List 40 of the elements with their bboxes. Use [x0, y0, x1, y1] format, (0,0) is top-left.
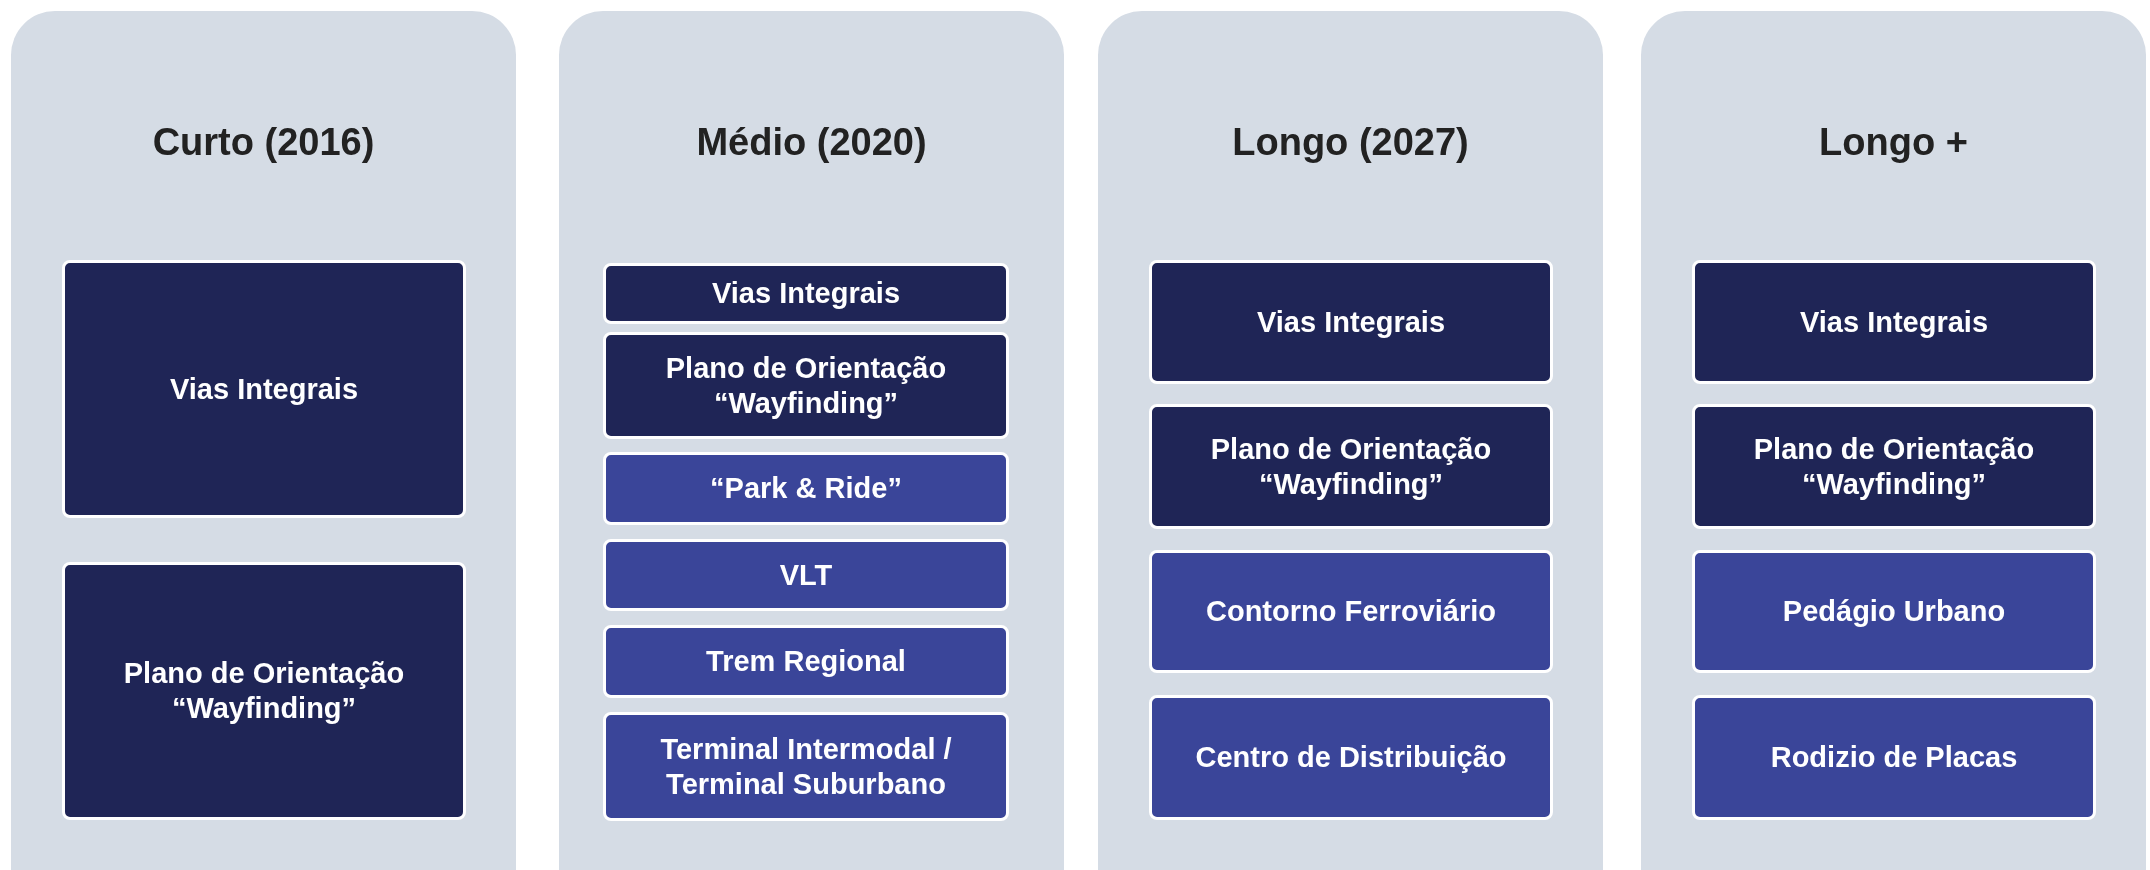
column-heading: Longo (2027)	[1231, 121, 1470, 164]
measure-box	[603, 539, 1009, 611]
box-label: Rodizio de Placas	[1769, 740, 2019, 775]
measure-box	[603, 712, 1009, 821]
measure-box	[603, 332, 1009, 439]
box-label: Plano de Orientação “Wayfinding”	[1209, 431, 1493, 502]
box-label: Plano de Orientação “Wayfinding”	[664, 350, 948, 421]
box-label: Pedágio Urbano	[1781, 594, 2007, 629]
timeframe-panel	[559, 11, 1064, 870]
measure-box	[603, 452, 1009, 525]
box-label: Centro de Distribuição	[1194, 740, 1508, 775]
measure-box	[62, 562, 466, 820]
column-heading: Curto (2016)	[151, 121, 376, 164]
box-label: Contorno Ferroviário	[1205, 594, 1497, 629]
measure-box	[1149, 695, 1553, 820]
measure-box	[62, 260, 466, 518]
measure-box	[1692, 550, 2096, 673]
measure-box	[1149, 404, 1553, 529]
column-heading: Médio (2020)	[695, 121, 928, 164]
measure-box	[603, 625, 1009, 698]
box-label: Vias Integrais	[710, 276, 902, 311]
box-label: Trem Regional	[705, 644, 907, 679]
timeframe-panel	[1641, 11, 2146, 870]
measure-box	[1692, 404, 2096, 529]
measure-box	[1149, 550, 1553, 673]
box-label: VLT	[778, 557, 834, 593]
box-label: Plano de Orientação “Wayfinding”	[1752, 431, 2036, 502]
box-label: Vias Integrais	[168, 371, 360, 407]
box-label: Plano de Orientação “Wayfinding”	[122, 656, 406, 726]
box-label: Terminal Intermodal / Terminal Suburbano	[659, 731, 953, 802]
box-label: Vias Integrais	[1798, 304, 1990, 340]
timeframe-panel	[11, 11, 516, 870]
timeframe-panel	[1098, 11, 1603, 870]
measure-box	[1692, 260, 2096, 384]
box-label: Vias Integrais	[1255, 304, 1447, 340]
measure-box	[1149, 260, 1553, 384]
box-label: “Park & Ride”	[709, 471, 903, 506]
measure-box	[1692, 695, 2096, 820]
measure-box	[603, 263, 1009, 324]
column-heading: Longo +	[1818, 121, 1969, 164]
